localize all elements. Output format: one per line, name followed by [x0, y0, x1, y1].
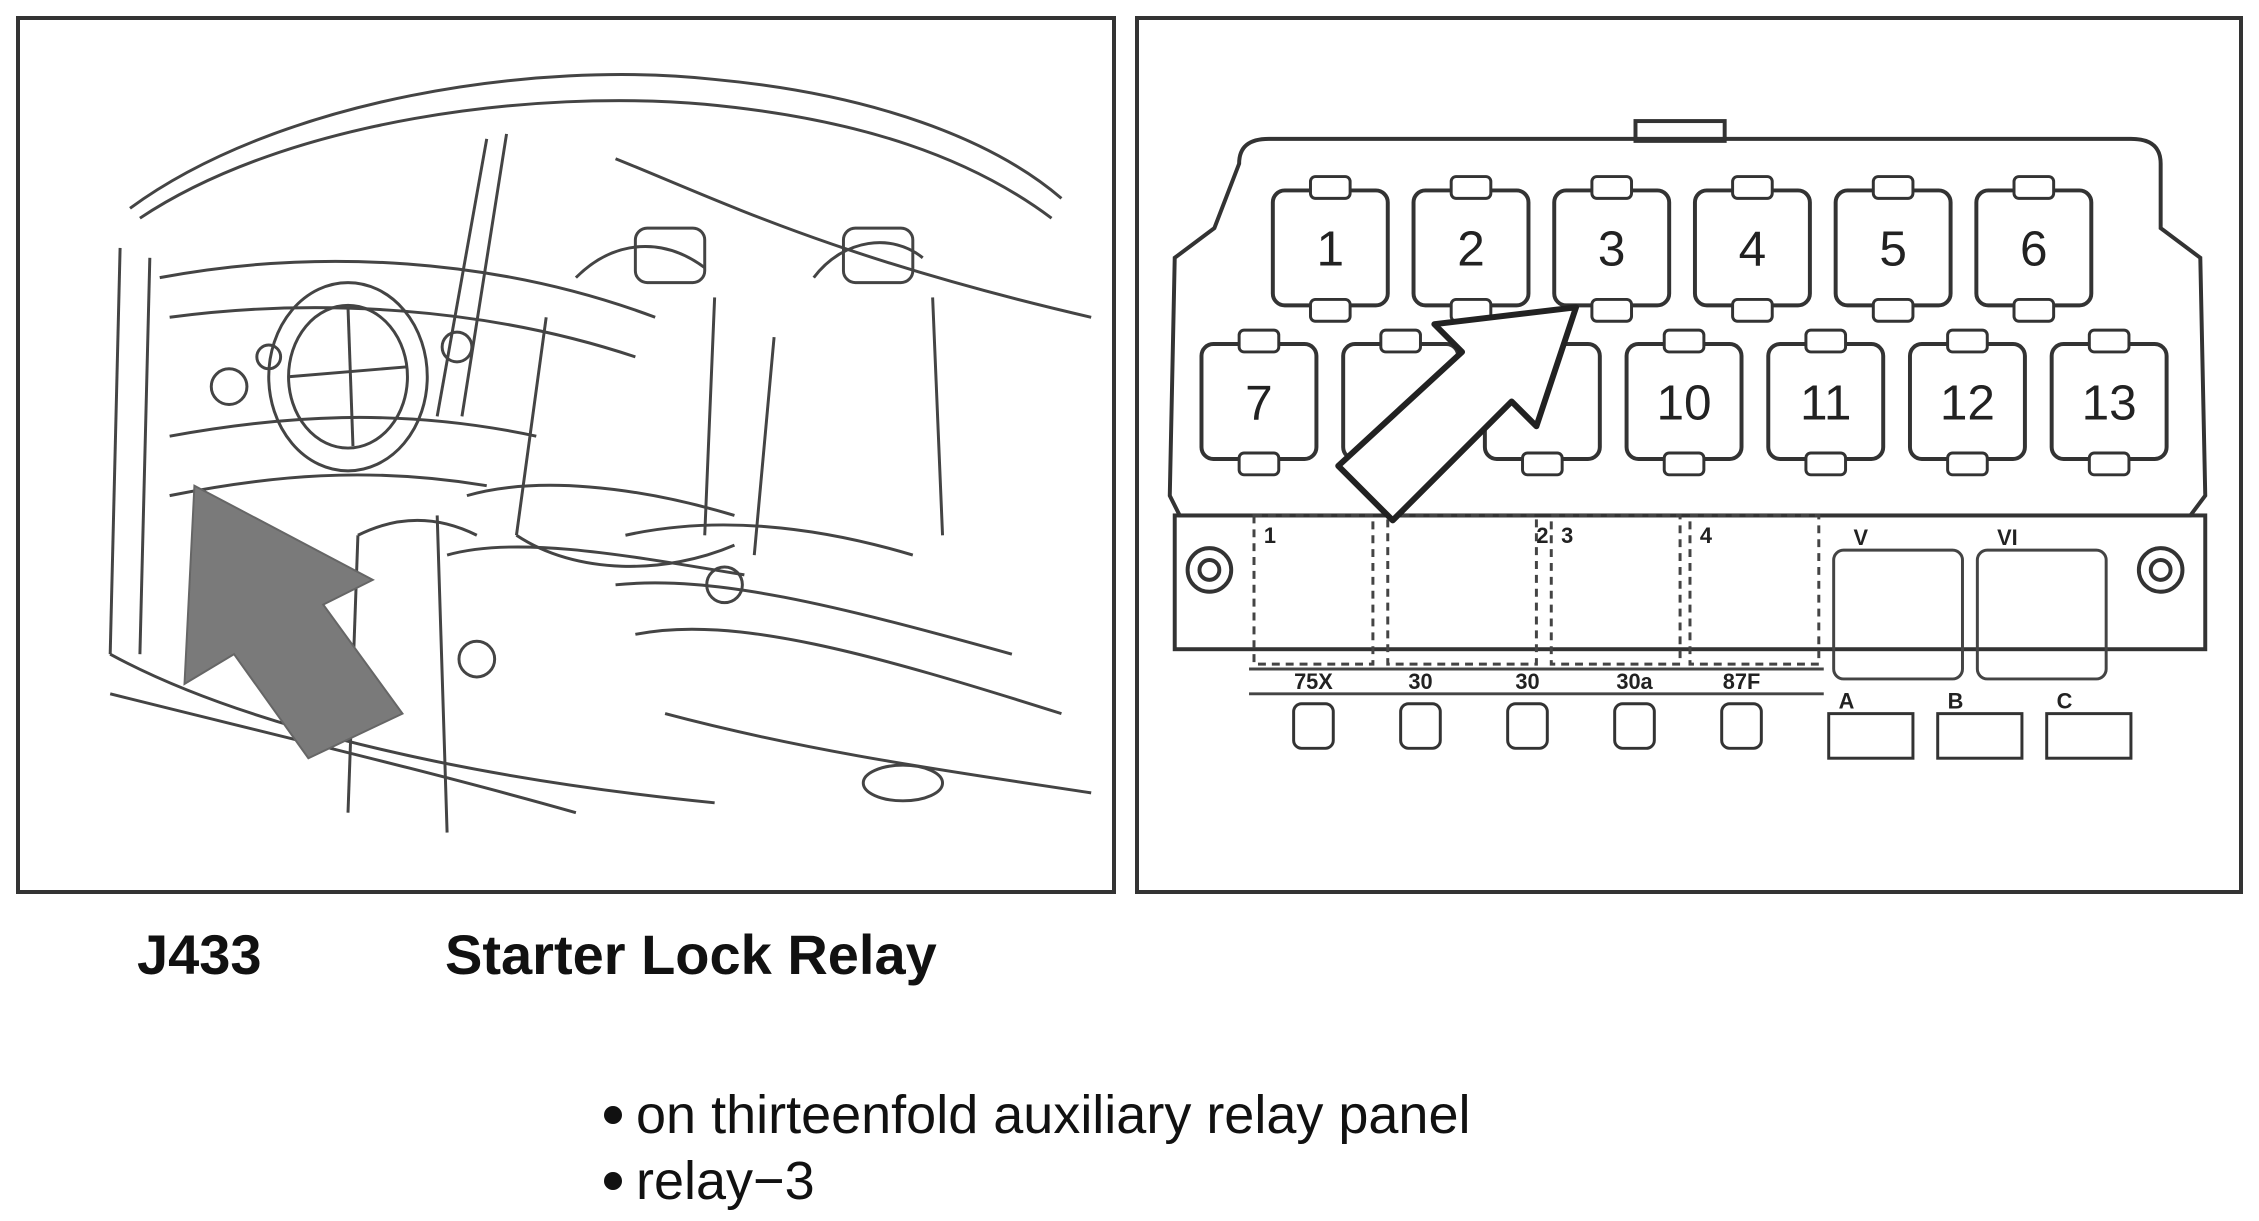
relay-slot-10: 10 — [1624, 328, 1744, 477]
relay-number-label: 11 — [1800, 375, 1851, 430]
relay-slot-3: 3 — [1552, 175, 1672, 323]
note-text: relay−3 — [636, 1151, 815, 1211]
terminal-block — [1249, 513, 2108, 696]
relay-number-label: 12 — [1940, 375, 1995, 430]
car-outline — [108, 73, 1092, 833]
connector-label: C — [2057, 689, 2073, 714]
relay-number-label: 5 — [1879, 222, 1907, 277]
vehicle-location-panel — [16, 16, 1116, 894]
relay-slot-12: 12 — [1907, 328, 2027, 477]
sub-relay-label: 4 — [1700, 523, 1712, 548]
location-notes: on thirteenfold auxiliary relay panel re… — [600, 1082, 1471, 1214]
terminal-bolt — [1292, 702, 1335, 750]
relay-number-label: 2 — [1457, 222, 1485, 277]
terminal-label: 75X — [1294, 669, 1333, 694]
note-text: on thirteenfold auxiliary relay panel — [636, 1085, 1471, 1145]
fuse-block-label: VI — [1997, 525, 2018, 550]
connector-a — [1827, 712, 1915, 760]
relay-number-label: 13 — [2082, 375, 2137, 430]
highlight-arrow-icon — [1335, 304, 1580, 524]
component-name: Starter Lock Relay — [445, 923, 937, 986]
connector-b — [1936, 712, 2024, 760]
relay-number-label: 10 — [1656, 375, 1711, 430]
terminal-bolt — [1399, 702, 1442, 750]
connector-c — [2045, 712, 2133, 760]
bullet-icon — [604, 1106, 622, 1124]
note-item: on thirteenfold auxiliary relay panel — [600, 1082, 1471, 1148]
relay-number-label: 1 — [1317, 222, 1345, 277]
component-code: J433 — [137, 923, 262, 986]
relay-slot-1: 1 — [1270, 175, 1390, 323]
connector-label: B — [1948, 689, 1964, 714]
terminal-label: 87F — [1723, 669, 1761, 694]
relay-number-label: 3 — [1598, 222, 1626, 277]
relay-number-label: 7 — [1245, 375, 1273, 430]
bullet-icon — [604, 1172, 622, 1190]
car-interior-illustration — [108, 73, 1092, 833]
relay-number-label: 6 — [2020, 222, 2048, 277]
sub-relay-label: 1 — [1264, 523, 1276, 548]
relay-number-label: 4 — [1739, 222, 1767, 277]
note-item: relay−3 — [600, 1148, 1471, 1214]
sub-relay-label: 3 — [1561, 523, 1573, 548]
relay-slot-5: 5 — [1833, 175, 1953, 323]
fuse-block-label: V — [1853, 525, 1868, 550]
terminal-label: 30a — [1616, 669, 1653, 694]
terminal-bolt — [1720, 702, 1763, 750]
relay-slot-13: 13 — [2049, 328, 2169, 477]
location-arrow-icon — [183, 484, 405, 760]
relay-slot-2: 2 — [1411, 175, 1531, 323]
relay-slot-7: 7 — [1199, 328, 1319, 477]
terminal-label: 30 — [1515, 669, 1539, 694]
relay-slot-6: 6 — [1974, 175, 2094, 323]
terminal-label: 30 — [1408, 669, 1432, 694]
terminal-bolt — [1613, 702, 1656, 750]
relay-slot-11: 11 — [1766, 328, 1886, 477]
terminal-bolt — [1506, 702, 1549, 750]
relay-slot-4: 4 — [1692, 175, 1812, 323]
connector-label: A — [1839, 689, 1855, 714]
sub-relay-label: 2 — [1536, 523, 1548, 548]
